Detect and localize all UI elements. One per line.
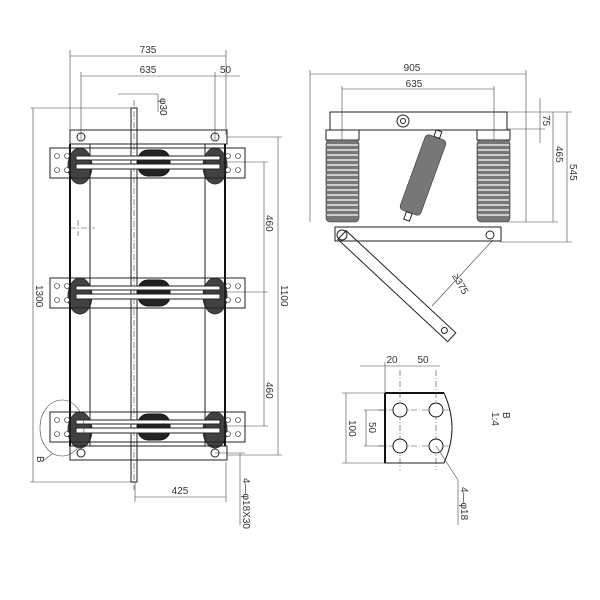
terminal-plate (384, 392, 453, 464)
side-view: 905 635 75 465 545 (309, 63, 578, 343)
insulator-left (325, 129, 360, 223)
dim-label-20: 20 (386, 355, 398, 366)
pivot-bracket (396, 114, 410, 128)
dim-label-1300: 1300 (33, 285, 44, 308)
dim-label-905: 905 (404, 63, 421, 74)
detail-b-scale: 1:4 (489, 412, 500, 426)
dim-375: ≥375 (431, 239, 494, 307)
detail-b-title: B (500, 412, 511, 419)
dim-label-phi30: φ30 (157, 98, 168, 116)
dim-1300: 1300 (30, 107, 135, 483)
contact-assembly-bottom (49, 411, 246, 449)
dim-label-4-phi18x30: 4—φ18X30 (240, 478, 251, 529)
dim-heights: 75 465 545 (500, 98, 578, 243)
dim-label-50-x: 50 (417, 355, 429, 366)
dim-label-635-side: 635 (406, 79, 423, 90)
dim-label-735: 735 (140, 45, 157, 56)
dim-label-460-upper: 460 (263, 215, 274, 232)
contact-assembly-top (49, 147, 246, 185)
detail-b-label: B (34, 456, 45, 463)
dim-shaft-diameter: φ30 (118, 93, 168, 116)
dim-mount-holes: 4—φ18X30 (215, 452, 251, 529)
dim-635: 635 50 (80, 65, 240, 140)
dim-label-100: 100 (346, 420, 357, 437)
dim-905: 905 (309, 63, 527, 222)
surge-arrester (399, 129, 447, 222)
contact-assembly-middle (49, 277, 246, 315)
insulator-right (476, 129, 511, 223)
mounting-holes (392, 402, 444, 454)
dim-label-375: ≥375 (449, 272, 470, 297)
front-view: 735 635 50 φ30 1300 1100 (30, 45, 289, 529)
top-support-bar (329, 111, 508, 131)
dim-label-460-lower: 460 (263, 382, 274, 399)
dim-label-465: 465 (553, 146, 564, 163)
base-channel (334, 226, 502, 242)
dim-1100: 1100 (227, 136, 289, 456)
dim-label-545: 545 (567, 164, 578, 181)
dim-label-50: 50 (220, 65, 232, 76)
dim-label-4-phi18: 4—φ18 (458, 487, 469, 521)
dim-735: 735 (69, 45, 227, 135)
dim-label-635: 635 (140, 65, 157, 76)
bottom-mounting-plate (69, 445, 228, 461)
dim-label-75: 75 (540, 115, 551, 127)
detail-b-callout (39, 399, 85, 457)
top-mounting-plate (69, 129, 228, 145)
operating-arm (337, 229, 457, 343)
dim-label-1100: 1100 (278, 285, 289, 307)
dim-425: 425 (134, 462, 227, 502)
dim-label-50-y: 50 (366, 422, 377, 434)
detail-b: 20 50 100 50 4—φ18 B 1:4 (342, 355, 511, 525)
dim-label-425: 425 (172, 486, 189, 497)
